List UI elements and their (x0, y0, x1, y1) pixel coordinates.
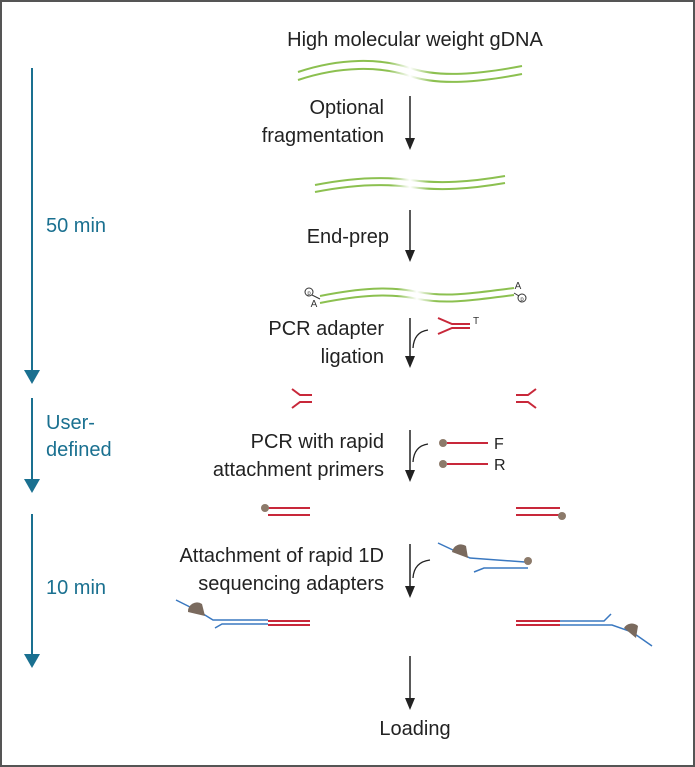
step-arrow-4 (405, 430, 429, 482)
phosphate-right-icon (513, 292, 527, 303)
label-fragmentation-1: Optional (309, 97, 385, 119)
attachment-chemistry-left (261, 504, 269, 512)
final-library-strand (175, 599, 653, 647)
label-pcr-adapter-1: PCR adapter (268, 318, 384, 340)
amplified-strand (268, 507, 560, 516)
step-arrow-6 (405, 656, 415, 710)
timeline-arrow-10-min (24, 514, 40, 668)
phosphate-left-icon (304, 287, 321, 300)
label-attachment-1: Attachment of rapid 1D (179, 545, 384, 567)
phosphate-right-mark: p (520, 297, 524, 303)
timeline-arrow-user-defined (24, 398, 40, 493)
end-prepped-strand (319, 287, 515, 304)
label-pcr-primers-2: attachment primers (212, 459, 384, 481)
label-attachment-2: sequencing adapters (198, 573, 384, 595)
step-arrow-1 (405, 96, 415, 150)
attachment-chemistry-right (558, 512, 566, 520)
step-arrow-3 (405, 318, 429, 368)
label-fragmentation-2: fragmentation (261, 125, 384, 147)
motor-protein-right-icon (624, 623, 638, 638)
motor-protein-icon (452, 544, 468, 558)
phosphate-left-mark: p (307, 291, 311, 297)
adapter-ligated-strand (291, 388, 537, 409)
a-tail-right: A (515, 281, 522, 292)
primer-r-icon (439, 460, 488, 468)
label-pcr-primers-1: PCR with rapid (250, 431, 384, 453)
time-10-min: 10 min (46, 577, 107, 599)
label-gdna: High molecular weight gDNA (287, 29, 543, 51)
label-loading: Loading (379, 718, 451, 740)
fragmented-strand (314, 175, 506, 193)
gdna-long-strand (297, 59, 523, 83)
timeline-arrow-50-min (24, 68, 40, 384)
t-overhang-label: T (473, 316, 479, 327)
label-pcr-adapter-2: ligation (320, 346, 384, 368)
motor-protein-left-icon (187, 602, 205, 616)
time-50-min: 50 min (46, 215, 107, 237)
time-user-defined-1: User- (46, 412, 95, 434)
step-arrow-2 (405, 210, 415, 262)
adapter-chemistry-dot (524, 557, 532, 565)
time-user-defined-2: defined (46, 439, 112, 461)
primer-f-label: F (494, 436, 504, 453)
primer-f-icon (439, 439, 488, 447)
step-arrow-5 (405, 544, 431, 598)
primer-r-label: R (494, 457, 506, 474)
a-tail-left: A (311, 299, 318, 310)
pcr-adapter-icon (437, 317, 470, 335)
sequencing-adapter-icon (437, 542, 528, 573)
label-end-prep: End-prep (306, 226, 389, 248)
